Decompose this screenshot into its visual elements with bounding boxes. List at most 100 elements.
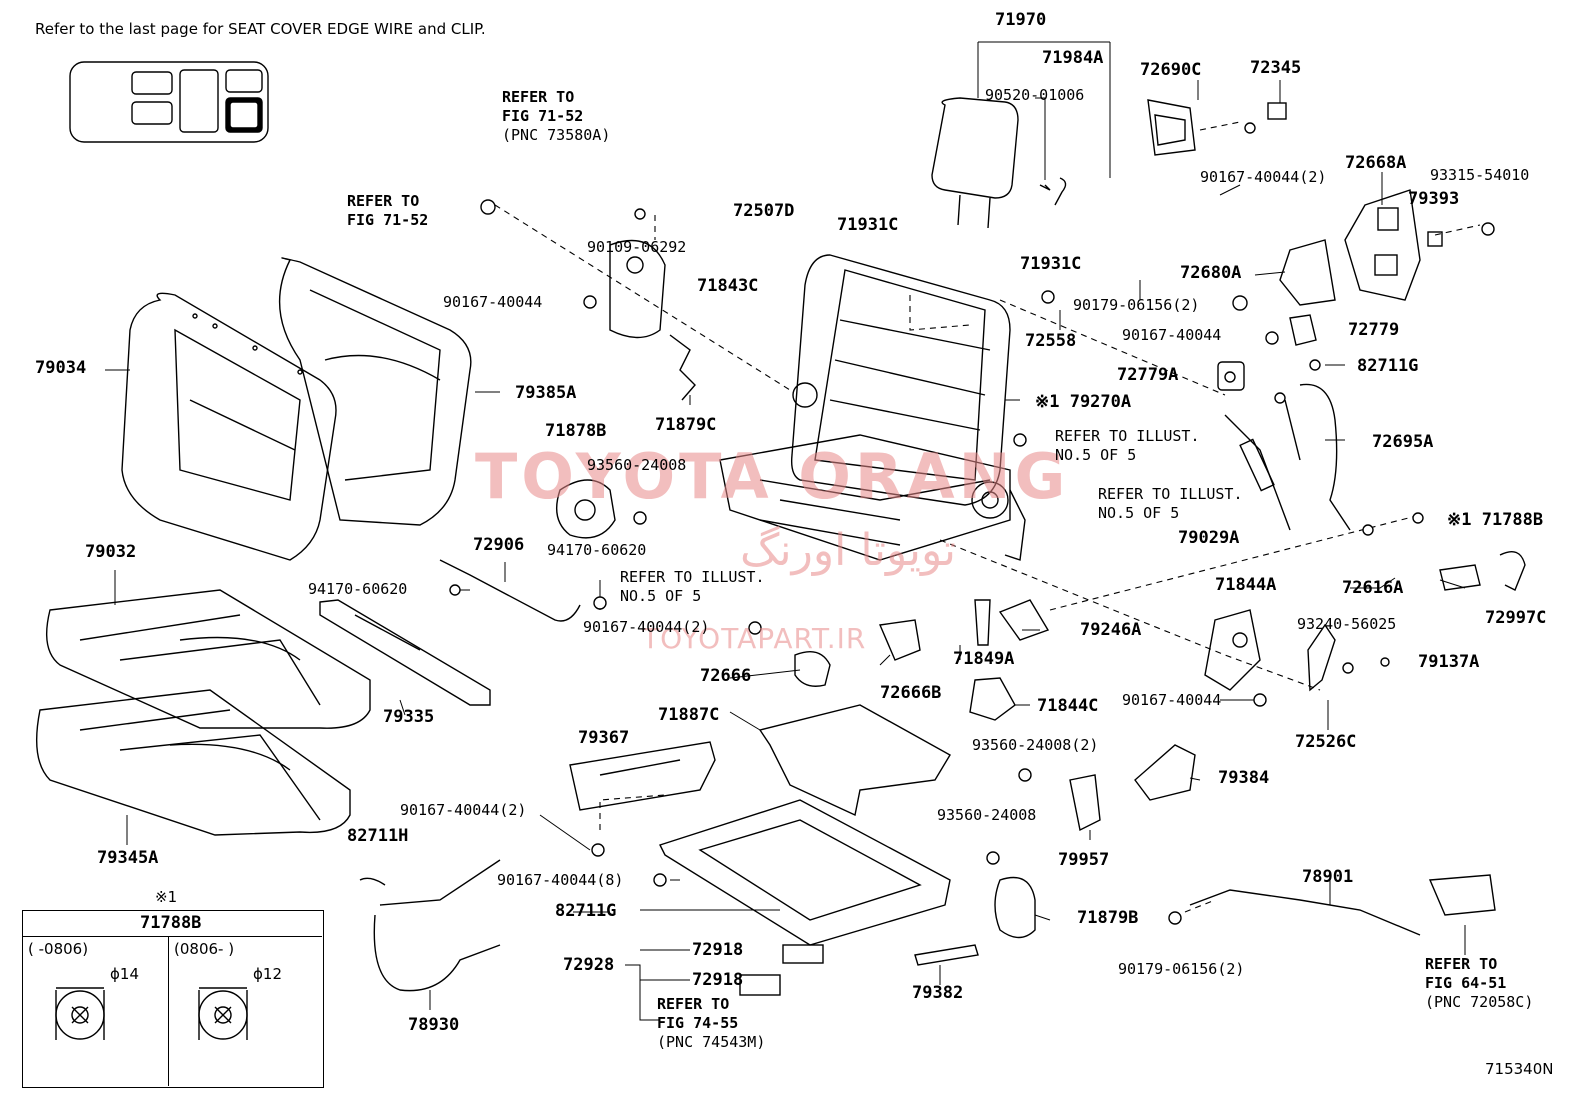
- refer-note[interactable]: REFER TO FIG 71-52: [347, 192, 428, 230]
- cover-72666: [794, 651, 831, 687]
- part-label[interactable]: 79957: [1058, 850, 1110, 870]
- seatback-cushion-79034: [121, 292, 337, 561]
- part-label[interactable]: 72695A: [1372, 432, 1434, 452]
- part-label[interactable]: 71878B: [545, 421, 607, 441]
- part-label[interactable]: ※1 79270A: [1035, 392, 1132, 412]
- part-label[interactable]: 71984A: [1042, 48, 1104, 68]
- part-label[interactable]: ※1 71788B: [1447, 510, 1544, 530]
- part-label[interactable]: 79032: [85, 542, 137, 562]
- part-label[interactable]: 71879B: [1077, 908, 1139, 928]
- part-label[interactable]: 93560-24008: [937, 806, 1037, 824]
- part-label[interactable]: 71931C: [837, 215, 899, 235]
- part-label[interactable]: 72918: [692, 970, 744, 990]
- part-label[interactable]: 72690C: [1140, 60, 1202, 80]
- part-label[interactable]: 82711H: [347, 826, 409, 846]
- seat-cushion-cover-79345A: [35, 689, 351, 836]
- part-label[interactable]: 71844A: [1215, 575, 1277, 595]
- part-label[interactable]: 90167-40044(2): [1200, 168, 1327, 186]
- part-label[interactable]: 72779A: [1117, 365, 1179, 385]
- refer-note[interactable]: REFER TO FIG 71-52 (PNC 73580A): [502, 88, 610, 144]
- part-label[interactable]: 90167-40044(2): [583, 618, 710, 636]
- part-label[interactable]: 79382: [912, 983, 964, 1003]
- part-label[interactable]: 72666: [700, 666, 752, 686]
- part-label[interactable]: 72666B: [880, 683, 942, 703]
- refer-note[interactable]: REFER TO ILLUST. NO.5 OF 5: [620, 568, 765, 606]
- part-label[interactable]: 90167-40044(2): [400, 801, 527, 819]
- clip-79393: [1427, 231, 1443, 247]
- part-label[interactable]: 79246A: [1080, 620, 1142, 640]
- fasteners: [449, 122, 1495, 925]
- part-label[interactable]: 71887C: [658, 705, 720, 725]
- part-label[interactable]: 90179-06156(2): [1073, 296, 1200, 314]
- bracket-79382: [914, 944, 979, 966]
- legend-left-range: ( -0806): [28, 940, 89, 958]
- part-label[interactable]: 90179-06156(2): [1118, 960, 1245, 978]
- part-label[interactable]: 90167-40044: [1122, 326, 1222, 344]
- part-label[interactable]: 72526C: [1295, 732, 1357, 752]
- legend-right-diameter: ϕ12: [253, 965, 282, 983]
- part-label[interactable]: 72558: [1025, 331, 1077, 351]
- seatback-frame-79270A: [790, 254, 1011, 519]
- part-label[interactable]: 71844C: [1037, 696, 1099, 716]
- part-label[interactable]: 79029A: [1178, 528, 1240, 548]
- part-label[interactable]: 71849A: [953, 649, 1015, 669]
- part-label[interactable]: 79137A: [1418, 652, 1480, 672]
- part-label[interactable]: 90167-40044: [1122, 691, 1222, 709]
- refer-note[interactable]: REFER TO ILLUST. NO.5 OF 5: [1055, 427, 1200, 465]
- part-label[interactable]: 72997C: [1485, 608, 1547, 628]
- part-label[interactable]: 93560-24008: [587, 456, 687, 474]
- diagram-code: 715340N: [1485, 1060, 1554, 1078]
- part-label[interactable]: 71879C: [655, 415, 717, 435]
- part-label[interactable]: 93315-54010: [1430, 166, 1530, 184]
- part-label[interactable]: 72345: [1250, 58, 1302, 78]
- refer-note[interactable]: REFER TO FIG 64-51 (PNC 72058C): [1425, 955, 1533, 1011]
- part-label[interactable]: 82711G: [1357, 356, 1419, 376]
- part-label[interactable]: 90520-01006: [985, 86, 1085, 104]
- part-label[interactable]: 72928: [563, 955, 615, 975]
- part-label[interactable]: 78930: [408, 1015, 460, 1035]
- part-label[interactable]: 93240-56025: [1297, 615, 1397, 633]
- part-label[interactable]: 90167-40044(8): [497, 871, 624, 889]
- part-label[interactable]: 78901: [1302, 867, 1354, 887]
- refer-note[interactable]: REFER TO FIG 74-55 (PNC 74543M): [657, 995, 765, 1051]
- part-label[interactable]: 72616A: [1342, 578, 1404, 598]
- part-label[interactable]: 82711G: [555, 901, 617, 921]
- part-label[interactable]: 93560-24008(2): [972, 736, 1099, 754]
- part-label[interactable]: 79385A: [515, 383, 577, 403]
- part-label[interactable]: 79393: [1408, 189, 1460, 209]
- damper-79029A: [1224, 414, 1291, 531]
- part-label[interactable]: 79335: [383, 707, 435, 727]
- part-label[interactable]: 90109-06292: [587, 238, 687, 256]
- part-label[interactable]: 71931C: [1020, 254, 1082, 274]
- part-label[interactable]: 72668A: [1345, 153, 1407, 173]
- cover-71844A: [1204, 609, 1261, 691]
- part-label[interactable]: 72918: [692, 940, 744, 960]
- cover-71844C: [969, 677, 1016, 721]
- part-label[interactable]: 71970: [995, 10, 1047, 30]
- part-label[interactable]: 90167-40044: [443, 293, 543, 311]
- part-label[interactable]: 79367: [578, 728, 630, 748]
- refer-line: REFER TO: [657, 995, 730, 1013]
- pad-71887C: [758, 704, 951, 817]
- part-label[interactable]: 94170-60620: [308, 580, 408, 598]
- part-label[interactable]: 72906: [473, 535, 525, 555]
- part-label[interactable]: 94170-60620: [547, 541, 647, 559]
- cover-71879B: [994, 876, 1036, 939]
- part-label[interactable]: 71843C: [697, 276, 759, 296]
- cover-72526C: [1307, 623, 1336, 692]
- part-label[interactable]: 79034: [35, 358, 87, 378]
- header-note: Refer to the last page for SEAT COVER ED…: [35, 20, 486, 38]
- part-label[interactable]: 72507D: [733, 201, 795, 221]
- seatback-cover-79385A: [278, 257, 472, 526]
- wire-72906: [439, 559, 581, 622]
- legend-title[interactable]: 71788B: [140, 913, 202, 933]
- part-label[interactable]: 79345A: [97, 848, 159, 868]
- clip-72345: [1267, 102, 1287, 120]
- part-label[interactable]: 72779: [1348, 320, 1400, 340]
- refer-note[interactable]: REFER TO ILLUST. NO.5 OF 5: [1098, 485, 1243, 523]
- refer-line: NO.5 OF 5: [1055, 445, 1137, 464]
- spring-71879C: [669, 334, 696, 401]
- part-label[interactable]: 72680A: [1180, 263, 1242, 283]
- part-label[interactable]: 79384: [1218, 768, 1270, 788]
